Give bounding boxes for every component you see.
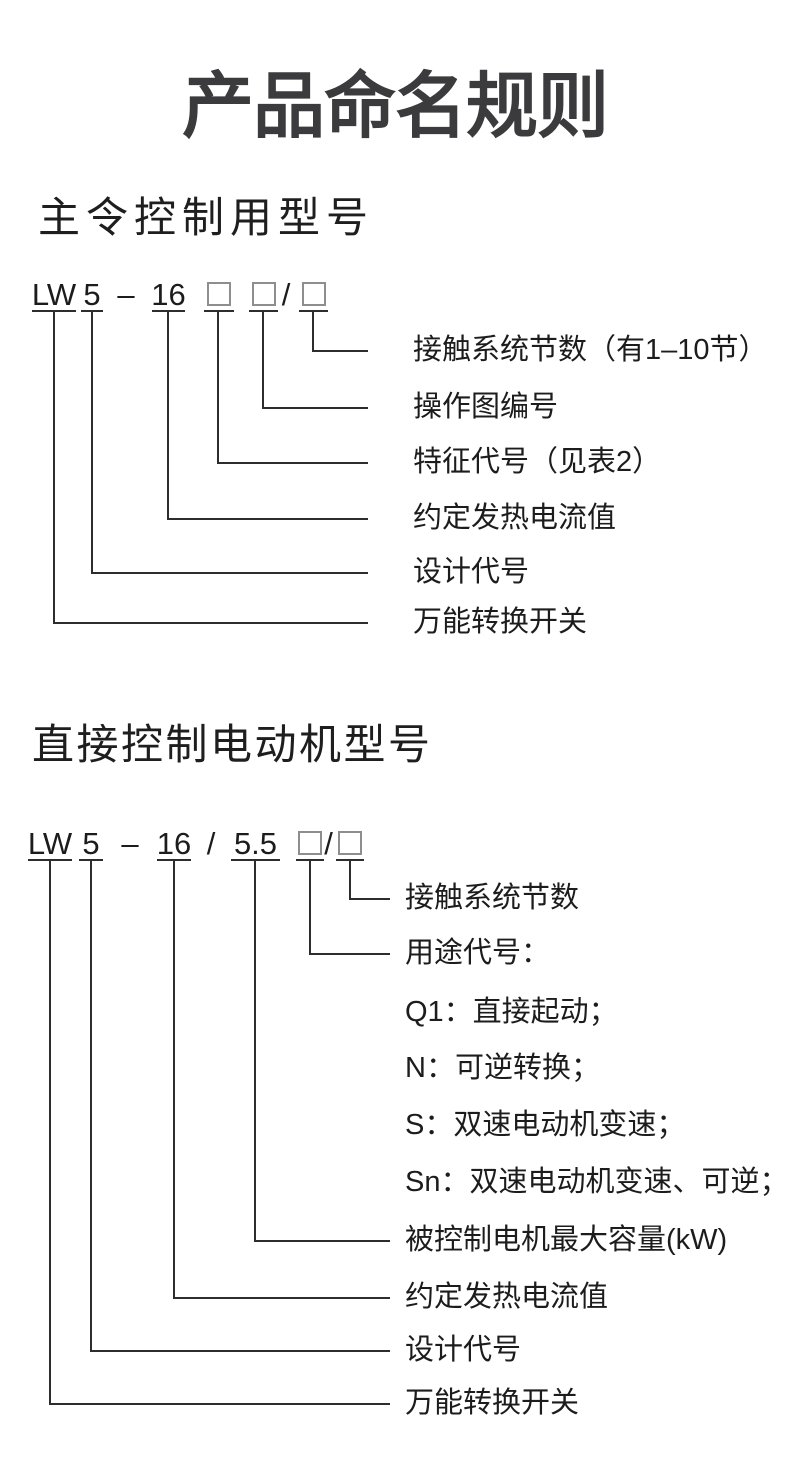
- model2-series-token: LW: [28, 822, 72, 861]
- model2-power-token: 5.5: [231, 822, 280, 861]
- model1-series-token: LW: [32, 273, 76, 312]
- model1-dash: –: [117, 277, 135, 312]
- model1-feature-box-token: [204, 273, 234, 312]
- connector-line: [173, 1297, 390, 1299]
- purpose-code-item: S：双速电动机变速；: [405, 1109, 686, 1141]
- purpose-code-box-icon: [298, 831, 322, 855]
- callout-label: 设计代号: [405, 1334, 522, 1366]
- model2-current-token: 16: [157, 822, 191, 861]
- model1-sections-box-token: [299, 273, 328, 312]
- connector-line: [312, 312, 314, 352]
- callout-label: 设计代号: [413, 556, 530, 588]
- callout-label: 万能转换开关: [413, 606, 588, 638]
- connector-line: [349, 861, 351, 900]
- callout-label: 约定发热电流值: [413, 502, 617, 534]
- callout-label: 万能转换开关: [405, 1387, 580, 1419]
- connector-line: [49, 1403, 390, 1405]
- callout-label: 特征代号（见表2）: [413, 446, 662, 478]
- callout-label: 约定发热电流值: [405, 1281, 609, 1313]
- callout-label: 接触系统节数（有1–10节）: [413, 334, 768, 366]
- connector-line: [173, 861, 175, 1299]
- connector-line: [91, 312, 93, 574]
- connector-line: [349, 898, 390, 900]
- sections-count-box-icon: [301, 282, 326, 306]
- purpose-code-item: Q1：直接起动；: [405, 996, 618, 1028]
- connector-line: [309, 953, 390, 955]
- sections-count-box-icon: [338, 831, 362, 855]
- connector-line: [217, 312, 219, 464]
- callout-label: 被控制电机最大容量(kW): [405, 1224, 728, 1256]
- connector-line: [312, 350, 368, 352]
- model1-slash: /: [281, 277, 291, 312]
- model2-purpose-box-token: [296, 822, 324, 861]
- section2-heading: 直接控制电动机型号: [32, 721, 433, 768]
- model2-dash: –: [121, 826, 139, 861]
- model2-design-code-token: 5: [79, 822, 103, 861]
- model1-design-code-token: 5: [81, 273, 103, 312]
- connector-line: [262, 407, 368, 409]
- connector-line: [90, 1350, 390, 1352]
- connector-line: [254, 861, 256, 1242]
- connector-line: [254, 1240, 390, 1242]
- callout-label: 用途代号：: [405, 937, 551, 969]
- connector-line: [167, 312, 169, 520]
- model1-diagram-box-token: [249, 273, 278, 312]
- model1-current-token: 16: [151, 273, 186, 312]
- model2-slash-2: /: [324, 826, 333, 861]
- purpose-code-item: N：可逆转换；: [405, 1052, 600, 1084]
- connector-line: [53, 622, 368, 624]
- model2-slash-1: /: [206, 826, 216, 861]
- diagram-number-box-icon: [251, 282, 276, 306]
- connector-line: [53, 312, 55, 624]
- purpose-code-item: Sn：双速电动机变速、可逆；: [405, 1166, 789, 1198]
- connector-line: [167, 518, 368, 520]
- connector-line: [262, 312, 264, 409]
- section1-heading: 主令控制用型号: [38, 194, 375, 241]
- callout-label: 接触系统节数: [405, 882, 580, 914]
- feature-code-box-icon: [207, 282, 231, 306]
- page-title: 产品命名规则: [181, 67, 609, 147]
- connector-line: [90, 861, 92, 1352]
- model2-sections-box-token: [336, 822, 364, 861]
- connector-line: [309, 861, 311, 955]
- connector-line: [91, 572, 368, 574]
- connector-line: [217, 462, 368, 464]
- connector-line: [49, 861, 51, 1405]
- callout-label: 操作图编号: [413, 391, 559, 423]
